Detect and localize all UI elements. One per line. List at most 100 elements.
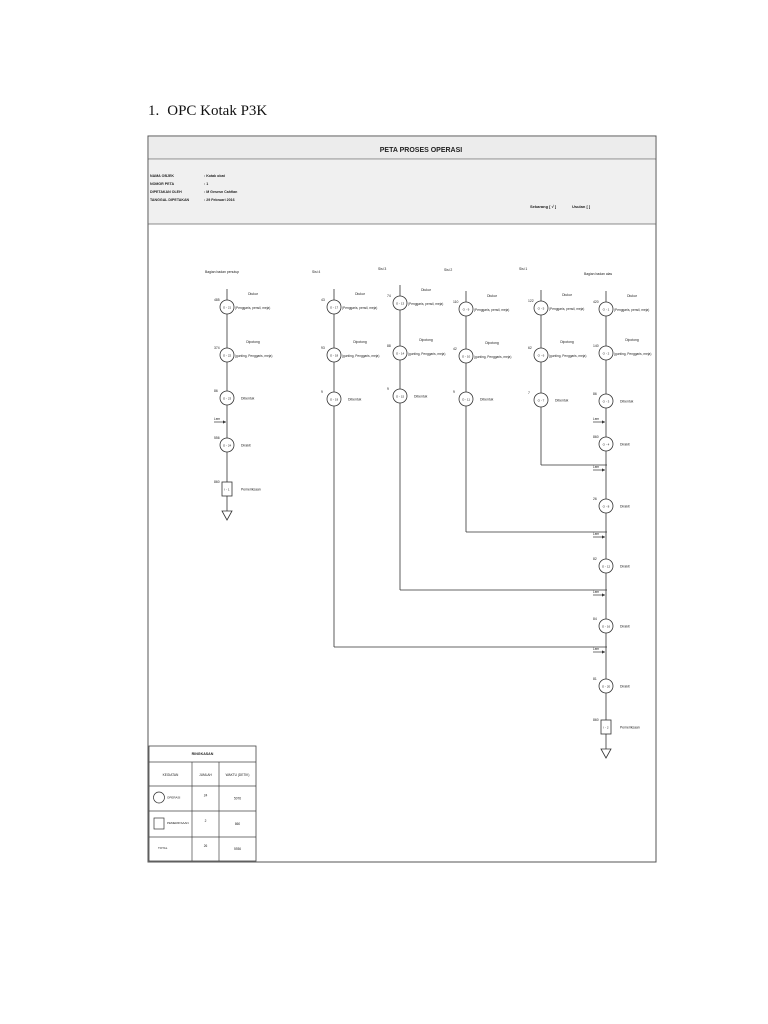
operation-circle xyxy=(598,301,614,317)
column-header: Bagian badan penutup xyxy=(205,270,239,274)
step-tools: (gunting, Penggaris, meja) xyxy=(474,355,511,359)
step-label: Dipotong xyxy=(353,340,367,344)
step-code: O - 2 xyxy=(603,351,610,355)
material-label: Lem xyxy=(593,647,600,651)
step-time: 9 xyxy=(321,390,323,394)
summary-header: WAKTU (DETIK) xyxy=(226,773,250,777)
document-heading: 1. OPC Kotak P3K xyxy=(148,103,275,120)
step-time: 81 xyxy=(593,677,597,681)
step-tools: (Penggaris, pensil, meja) xyxy=(474,308,509,312)
step-tools: (Penggaris, pensil, meja) xyxy=(408,302,443,306)
step-time: 74 xyxy=(387,294,391,298)
step-code: O - 10 xyxy=(462,354,471,358)
summary-count: 26 xyxy=(204,844,208,848)
step-code: O - 13 xyxy=(396,301,405,305)
step-label: Dipotong xyxy=(485,341,499,345)
step-code: O - 16 xyxy=(602,624,611,628)
info-value: : 1 xyxy=(204,182,208,186)
step-code: O - 9 xyxy=(463,307,470,311)
info-label: TANGGAL DIPETAKAN xyxy=(150,198,190,202)
step-time: 43 xyxy=(321,298,325,302)
operation-circle xyxy=(598,345,614,361)
step-tools: (Penggaris, pensil, meja) xyxy=(235,306,270,310)
step-label: Dibentuk xyxy=(480,398,494,402)
step-code: O - 23 xyxy=(223,396,232,400)
material-label: Lem xyxy=(214,417,221,421)
operation-circle xyxy=(392,295,408,311)
arrow-head xyxy=(602,535,605,539)
info-label: NOMOR PETA xyxy=(150,182,174,186)
column-header: Bagian badan alas xyxy=(584,272,612,276)
step-code: O - 19 xyxy=(330,397,339,401)
step-time: 140 xyxy=(593,344,599,348)
material-label: Lem xyxy=(593,417,600,421)
step-tools: (Penggaris, pensil, meja) xyxy=(549,307,584,311)
operation-circle xyxy=(533,347,549,363)
step-label: Dirakit xyxy=(620,505,630,509)
step-code: O - 8 xyxy=(603,504,610,508)
step-code: I - 2 xyxy=(603,725,608,729)
step-time: 62 xyxy=(528,346,532,350)
summary-title: RINGKASAN xyxy=(192,752,214,756)
arrow-head xyxy=(223,420,226,424)
info-band xyxy=(149,160,655,224)
step-label: Pemeriksaan xyxy=(620,726,640,730)
step-code: O - 20 xyxy=(602,684,611,688)
step-label: Dipotong xyxy=(419,338,433,342)
info-label: NAMA OBJEK xyxy=(150,174,174,178)
end-triangle xyxy=(600,748,612,759)
summary-activity: OPERASI xyxy=(167,796,181,800)
summary-count: 24 xyxy=(204,794,208,798)
inspection-box xyxy=(600,719,612,735)
arrow-head xyxy=(602,468,605,472)
step-code: O - 15 xyxy=(396,394,405,398)
material-label: Lem xyxy=(593,590,600,594)
summary-activity: TOTAL xyxy=(158,846,168,850)
operation-circle xyxy=(598,393,614,409)
step-time: 556 xyxy=(214,436,220,440)
chart-title: PETA PROSES OPERASI xyxy=(380,147,463,154)
step-code: O - 6 xyxy=(538,353,545,357)
arrow-head xyxy=(602,593,605,597)
step-time: 84 xyxy=(593,617,597,621)
step-label: Dibentuk xyxy=(241,397,255,401)
info-label: DIPETAKAN OLEH xyxy=(150,190,182,194)
step-time: 88 xyxy=(387,344,391,348)
step-label: Dibentuk xyxy=(555,399,569,403)
operation-circle xyxy=(326,391,342,407)
step-code: O - 3 xyxy=(603,399,610,403)
step-label: Diukur xyxy=(562,293,573,297)
column-header: Sisi 2 xyxy=(444,268,452,272)
step-label: Diukur xyxy=(627,294,638,298)
step-time: 82 xyxy=(593,557,597,561)
step-code: O - 5 xyxy=(538,306,545,310)
step-label: Diukur xyxy=(487,294,498,298)
step-time: 26 xyxy=(593,497,597,501)
step-label: Dirakit xyxy=(620,443,630,447)
step-label: Dipotong xyxy=(560,340,574,344)
operation-circle xyxy=(326,299,342,315)
heading-title: OPC Kotak P3K xyxy=(167,103,268,119)
step-label: Dibentuk xyxy=(414,395,428,399)
column-header: Sisi 4 xyxy=(312,270,320,274)
info-value: : M Gesesn Cahfian xyxy=(204,190,237,194)
step-time: 420 xyxy=(593,300,599,304)
step-label: Diukur xyxy=(248,292,259,296)
column-header: Sisi 1 xyxy=(519,267,527,271)
operation-circle xyxy=(392,388,408,404)
step-code: O - 17 xyxy=(330,305,339,309)
heading-number: 1. xyxy=(148,103,160,119)
summary-time: 5936 xyxy=(234,847,241,851)
step-code: O - 14 xyxy=(396,351,405,355)
step-time: 9 xyxy=(453,390,455,394)
step-time: 374 xyxy=(214,346,220,350)
step-tools: (Penggaris, pensil, meja) xyxy=(342,306,377,310)
step-label: Diukur xyxy=(355,292,366,296)
step-code: O - 21 xyxy=(223,305,232,309)
material-label: Lem xyxy=(593,532,600,536)
step-label: Dirakit xyxy=(620,565,630,569)
step-code: O - 18 xyxy=(330,353,339,357)
